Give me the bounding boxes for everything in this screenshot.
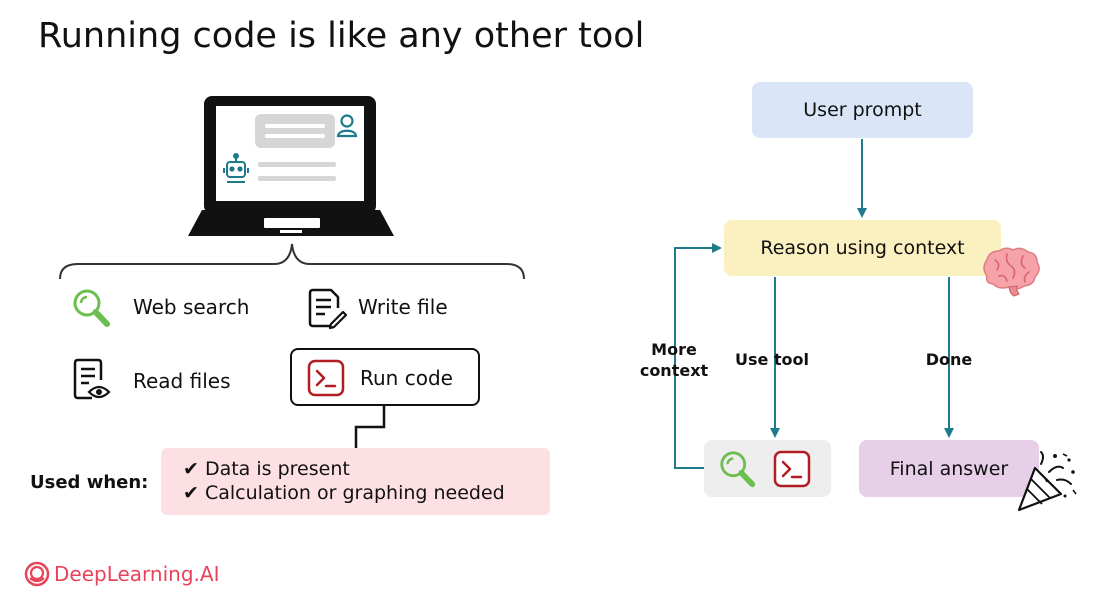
used-when-item: ✔ Calculation or graphing needed bbox=[183, 482, 505, 504]
final-answer-box: Final answer bbox=[859, 440, 1039, 497]
laptop-icon bbox=[188, 96, 394, 236]
brand-name: DeepLearning.AI bbox=[54, 562, 220, 586]
write-file-icon bbox=[308, 288, 347, 330]
used-when-box: ✔ Data is present ✔ Calculation or graph… bbox=[161, 448, 550, 515]
search-icon bbox=[720, 451, 756, 488]
terminal-icon bbox=[307, 359, 345, 397]
brand-logo-icon bbox=[24, 561, 50, 587]
read-files-icon bbox=[73, 358, 111, 400]
reason-label: Reason using context bbox=[760, 237, 965, 259]
party-popper-icon bbox=[1017, 451, 1077, 512]
brain-icon bbox=[983, 247, 1040, 297]
reason-box: Reason using context bbox=[724, 220, 1001, 276]
curly-brace bbox=[59, 243, 525, 280]
brand-logo: DeepLearning.AI bbox=[24, 561, 219, 587]
user-prompt-box: User prompt bbox=[752, 82, 973, 138]
more-context-line: More bbox=[651, 340, 697, 359]
tool-read-files: Read files bbox=[133, 369, 231, 393]
arrow-more-context bbox=[674, 243, 722, 469]
tool-write-file: Write file bbox=[358, 295, 448, 319]
tool-run-code: Run code bbox=[360, 366, 453, 390]
used-when-label: Used when: bbox=[30, 472, 149, 493]
robot-icon bbox=[223, 153, 249, 183]
user-icon bbox=[336, 114, 358, 138]
connector-line bbox=[354, 405, 386, 451]
done-label: Done bbox=[925, 350, 973, 369]
terminal-icon bbox=[773, 450, 811, 488]
more-context-line: context bbox=[639, 361, 709, 380]
more-context-label: More context bbox=[636, 339, 712, 381]
used-when-item: ✔ Data is present bbox=[183, 458, 350, 480]
use-tool-label: Use tool bbox=[734, 350, 810, 369]
page-title: Running code is like any other tool bbox=[38, 16, 645, 56]
tool-web-search: Web search bbox=[133, 295, 250, 319]
search-icon bbox=[73, 289, 110, 327]
